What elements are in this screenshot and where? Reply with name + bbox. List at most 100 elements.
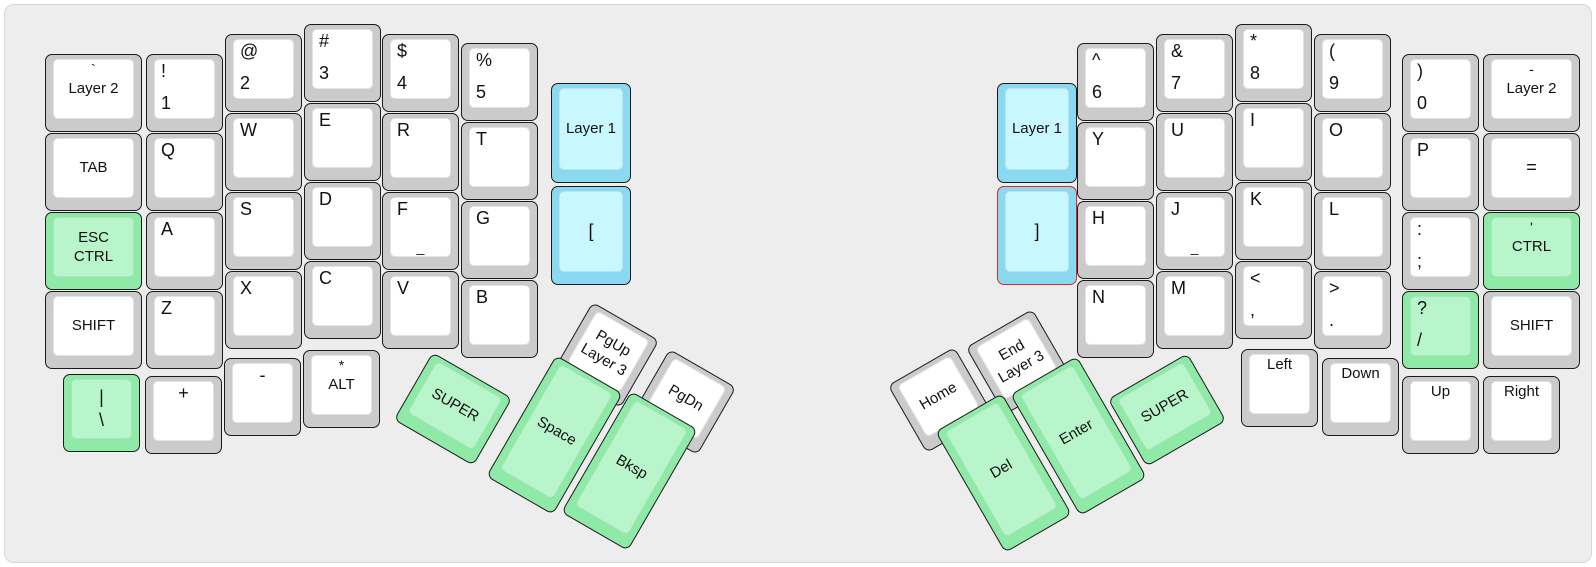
key-layer1-left[interactable]: Layer 1 [551, 83, 631, 183]
key-legend: L [1329, 199, 1340, 219]
keytop: + [153, 381, 214, 441]
key-legend: S [240, 199, 253, 219]
keytop: Y [1085, 127, 1146, 187]
key-tab[interactable]: TAB [45, 133, 142, 211]
key-amp-7[interactable]: &7 [1156, 34, 1233, 112]
keytop: T [469, 127, 530, 187]
key-down[interactable]: Down [1322, 358, 1399, 436]
key-minus-layer2[interactable]: -Layer 2 [1483, 54, 1580, 132]
key-x[interactable]: X [225, 271, 302, 349]
key-legend: E [319, 110, 332, 130]
key-legend: ^ [1092, 50, 1101, 70]
key-at-2[interactable]: @2 [225, 34, 302, 112]
key-minus[interactable]: - [224, 358, 301, 436]
keytop: O [1322, 118, 1383, 178]
key-up[interactable]: Up [1402, 376, 1479, 454]
key-z[interactable]: Z [146, 291, 223, 369]
key-esc-ctrl[interactable]: ESC CTRL [45, 212, 142, 290]
key-q[interactable]: Q [146, 133, 223, 211]
key-legend: Z [161, 298, 172, 318]
key-rbracket[interactable]: ] [997, 186, 1077, 285]
keytop: H [1085, 206, 1146, 266]
key-legend: J [1171, 199, 1180, 219]
key-legend: 1 [161, 93, 172, 114]
key-right[interactable]: Right [1483, 376, 1560, 454]
key-lparen-9[interactable]: (9 [1314, 34, 1391, 112]
key-b[interactable]: B [461, 280, 538, 358]
keytop: *ALT [311, 355, 372, 415]
key-d[interactable]: D [304, 182, 381, 260]
key-dollar-4[interactable]: $4 [382, 34, 459, 112]
key-asterisk-8[interactable]: *8 [1235, 24, 1312, 102]
key-legend: SHIFT [1509, 317, 1554, 335]
key-y[interactable]: Y [1077, 122, 1154, 200]
key-c[interactable]: C [304, 261, 381, 339]
keytop: E [312, 108, 373, 168]
key-rparen-0[interactable]: )0 [1402, 54, 1479, 132]
key-o[interactable]: O [1314, 113, 1391, 191]
key-pipe-backslash[interactable]: | \ [63, 374, 140, 452]
keytop: J_ [1164, 197, 1225, 257]
key-g[interactable]: G [461, 201, 538, 279]
key-s[interactable]: S [225, 192, 302, 270]
keytop: K [1243, 187, 1304, 247]
key-k[interactable]: K [1235, 182, 1312, 260]
key-r[interactable]: R [382, 113, 459, 191]
key-left[interactable]: Left [1241, 349, 1318, 427]
key-e[interactable]: E [304, 103, 381, 181]
key-question-slash[interactable]: ?/ [1402, 291, 1479, 369]
key-grave-layer2[interactable]: `Layer 2 [45, 54, 142, 132]
key-excl-1[interactable]: !1 [146, 54, 223, 132]
keytop: Up [1410, 381, 1471, 441]
key-colon-semicolon[interactable]: :; [1402, 212, 1479, 290]
key-super-left[interactable]: SUPER [393, 352, 513, 466]
keytop: X [233, 276, 294, 336]
keytop: SHIFT [1491, 296, 1572, 356]
key-f[interactable]: F_ [382, 192, 459, 270]
key-shift-right[interactable]: SHIFT [1483, 291, 1580, 369]
keytop: = [1491, 138, 1572, 198]
key-legend: Layer 2 [1506, 80, 1557, 98]
keytop: >. [1322, 276, 1383, 336]
keytop: [ [559, 191, 623, 272]
key-percent-5[interactable]: %5 [461, 43, 538, 121]
key-lbracket[interactable]: [ [551, 186, 631, 285]
key-legend: 2 [240, 73, 251, 94]
key-t[interactable]: T [461, 122, 538, 200]
key-p[interactable]: P [1402, 133, 1479, 211]
key-v[interactable]: V [382, 271, 459, 349]
key-plus[interactable]: + [145, 376, 222, 454]
key-a[interactable]: A [146, 212, 223, 290]
keytop: G [469, 206, 530, 266]
keytop: W [233, 118, 294, 178]
key-legend: * [1250, 31, 1258, 51]
keytop: %5 [469, 48, 530, 108]
key-l[interactable]: L [1314, 192, 1391, 270]
key-j[interactable]: J_ [1156, 192, 1233, 270]
key-w[interactable]: W [225, 113, 302, 191]
key-hash-3[interactable]: #3 [304, 24, 381, 102]
key-legend: G [476, 208, 491, 228]
keytop: F_ [390, 197, 451, 257]
key-i[interactable]: I [1235, 103, 1312, 181]
key-caret-6[interactable]: ^6 [1077, 43, 1154, 121]
key-h[interactable]: H [1077, 201, 1154, 279]
key-legend: D [319, 189, 332, 209]
key-u[interactable]: U [1156, 113, 1233, 191]
key-asterisk-alt[interactable]: *ALT [303, 350, 380, 428]
keytop: )0 [1410, 59, 1471, 119]
keytop: Left [1249, 354, 1310, 414]
key-legend: ' [1530, 219, 1533, 235]
key-legend: M [1171, 278, 1186, 298]
key-n[interactable]: N [1077, 280, 1154, 358]
key-shift-left[interactable]: SHIFT [45, 291, 142, 369]
key-quote-ctrl[interactable]: 'CTRL [1483, 212, 1580, 290]
key-legend: | \ [98, 386, 104, 430]
keytop: C [312, 266, 373, 326]
key-m[interactable]: M [1156, 271, 1233, 349]
key-legend: Y [1092, 129, 1105, 149]
key-equals[interactable]: = [1483, 133, 1580, 211]
key-lt-comma[interactable]: <, [1235, 261, 1312, 339]
key-layer1-right[interactable]: Layer 1 [997, 83, 1077, 183]
key-gt-period[interactable]: >. [1314, 271, 1391, 349]
